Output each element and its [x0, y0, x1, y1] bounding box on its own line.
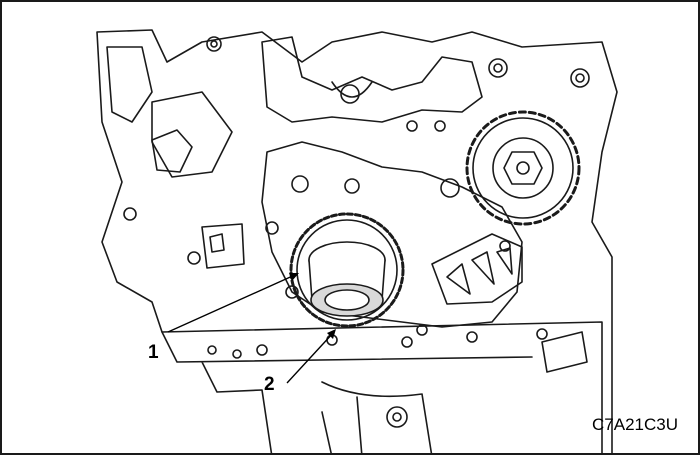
upper-center-casting [261, 36, 483, 123]
leader-arrowhead-1 [289, 273, 299, 281]
leader-line-1 [167, 273, 298, 333]
crankshaft-sprocket-hub [308, 241, 386, 317]
bolt-left-2 [187, 251, 201, 265]
figure-code: C7A21C3U [592, 415, 678, 434]
oil-pump-drive-gear [289, 212, 405, 328]
front-cover-plate [261, 141, 523, 328]
bolt-upper-right-2 [570, 68, 590, 88]
engine-block-outline [96, 29, 618, 453]
right-bracket [431, 233, 523, 305]
bolt-upper-left [206, 36, 222, 52]
bolt-left-1 [123, 207, 137, 221]
upper-left-casting [106, 46, 233, 178]
callout-label-2: 2 [264, 374, 275, 395]
bolt-upper-right-1 [488, 58, 508, 78]
left-bracket [151, 129, 193, 173]
idler-gear [465, 110, 581, 226]
leader-line-2 [286, 331, 335, 384]
oil-pan [161, 321, 603, 453]
leader-arrowhead-2 [327, 329, 336, 339]
callout-label-1: 1 [148, 342, 159, 363]
